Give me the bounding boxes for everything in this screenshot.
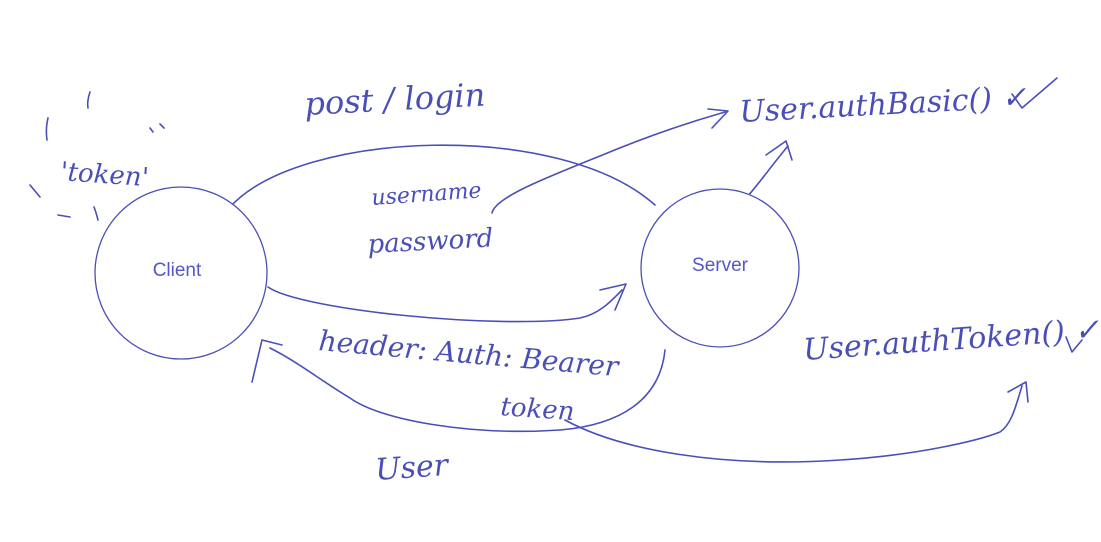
request-arrow: [267, 286, 623, 323]
response-arrow: [269, 347, 666, 433]
login-arc: [229, 144, 656, 208]
token-quote-marks: [29, 91, 165, 221]
credentials-username-note: username: [371, 178, 483, 211]
token-arrow: [564, 385, 1023, 463]
credentials-arrowhead: [707, 108, 729, 129]
post-login-note: post / login: [303, 76, 486, 123]
request-arrowhead: [599, 283, 627, 311]
server-node: Server: [640, 188, 800, 348]
token-arrowhead: [1007, 381, 1029, 403]
client-node: Client: [94, 186, 268, 360]
token-note: 'token': [60, 157, 150, 193]
server-authbasic-arrowhead: [765, 140, 793, 161]
header-note: header: Auth: Bearer: [317, 324, 621, 383]
auth-basic-checkmark-icon: [1011, 77, 1058, 109]
auth-token-checkmark-icon: [1065, 336, 1083, 353]
credentials-arrow: [491, 111, 726, 214]
user-note: User: [374, 448, 451, 488]
response-arrowhead: [251, 339, 283, 383]
credentials-password-note: password: [367, 223, 494, 260]
auth-basic-note: User.authBasic() ✓: [739, 80, 1028, 130]
auth-token-note: User.authToken() ✓: [802, 312, 1100, 368]
server-label: Server: [692, 255, 749, 276]
header-token-note: token: [500, 392, 576, 427]
client-label: Client: [153, 260, 202, 281]
